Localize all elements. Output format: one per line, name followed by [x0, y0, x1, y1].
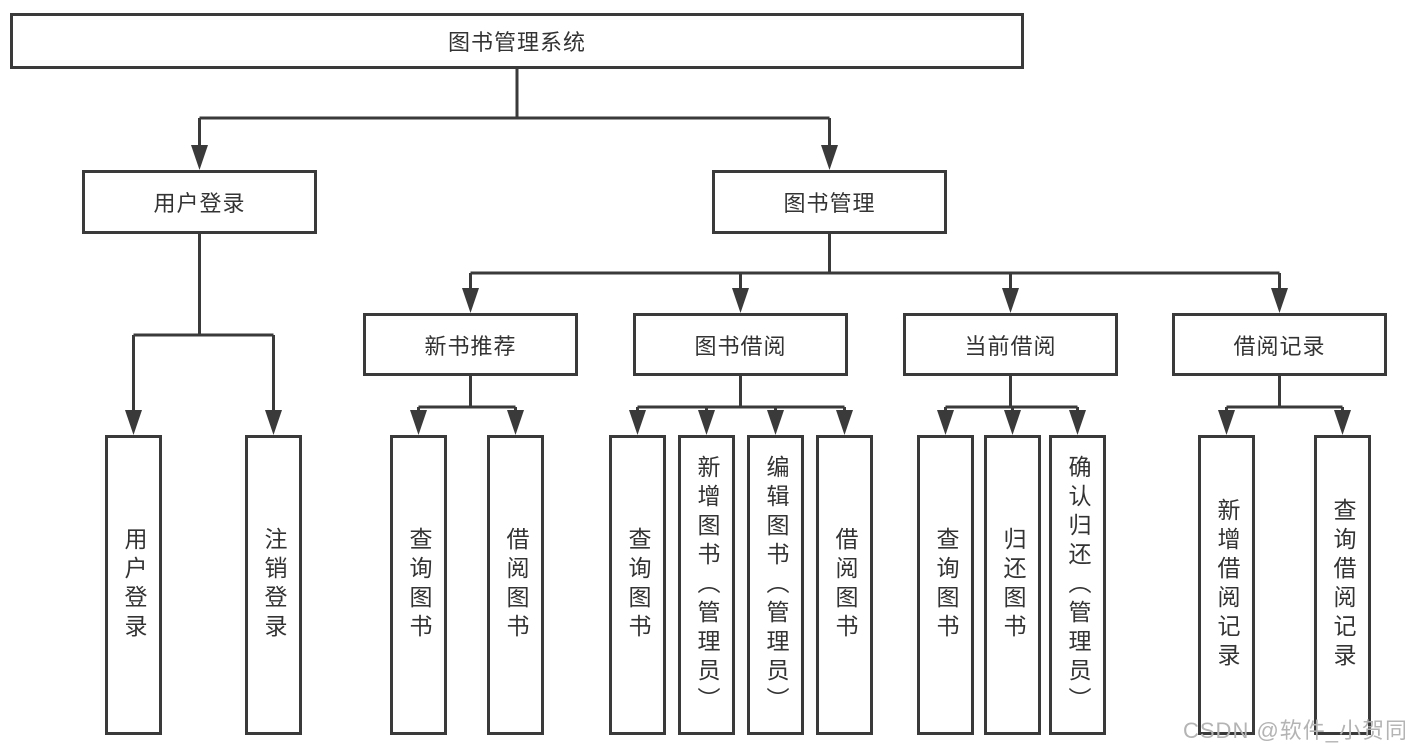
leaf-logout: 注销登录	[245, 435, 302, 735]
leaf-borrow-books-1-label: 借阅图书	[503, 527, 529, 643]
leaf-query-books-1-label: 查询图书	[406, 527, 432, 643]
node-current-borrow: 当前借阅	[903, 313, 1118, 376]
leaf-return-books-label: 归还图书	[1000, 527, 1026, 643]
node-root-label: 图书管理系统	[447, 30, 586, 55]
node-current-borrow-label: 当前借阅	[964, 333, 1057, 359]
node-new-book-recommend-label: 新书推荐	[424, 333, 517, 359]
node-user-login-label: 用户登录	[153, 191, 246, 216]
node-book-borrow-label: 图书借阅	[694, 333, 787, 359]
csdn-watermark: CSDN @软件_小贺同学	[1183, 718, 1405, 743]
node-book-management-label: 图书管理	[783, 191, 876, 216]
node-new-book-recommend: 新书推荐	[363, 313, 578, 376]
leaf-query-books-1: 查询图书	[390, 435, 447, 735]
leaf-borrow-books-2: 借阅图书	[816, 435, 873, 735]
leaf-edit-books-admin: 编辑图书（管理员）	[747, 435, 804, 735]
node-book-borrow: 图书借阅	[633, 313, 848, 376]
leaf-borrow-books-1: 借阅图书	[487, 435, 544, 735]
leaf-query-books-3: 查询图书	[917, 435, 974, 735]
leaf-query-books-2-label: 查询图书	[625, 527, 651, 643]
node-root: 图书管理系统	[10, 13, 1024, 69]
node-book-management: 图书管理	[712, 170, 947, 234]
leaf-borrow-books-2-label: 借阅图书	[832, 527, 858, 643]
leaf-user-login: 用户登录	[105, 435, 162, 735]
leaf-edit-books-admin-label: 编辑图书（管理员）	[763, 454, 789, 716]
node-borrow-records-label: 借阅记录	[1233, 333, 1326, 359]
leaf-add-borrow-record: 新增借阅记录	[1198, 435, 1255, 735]
leaf-add-borrow-record-label: 新增借阅记录	[1214, 498, 1240, 672]
leaf-user-login-label: 用户登录	[121, 527, 147, 643]
leaf-query-borrow-record-label: 查询借阅记录	[1330, 498, 1356, 672]
leaf-query-books-3-label: 查询图书	[933, 527, 959, 643]
leaf-return-books: 归还图书	[984, 435, 1041, 735]
leaf-query-books-2: 查询图书	[609, 435, 666, 735]
leaf-query-borrow-record: 查询借阅记录	[1314, 435, 1371, 735]
leaf-confirm-return-admin: 确认归还（管理员）	[1049, 435, 1106, 735]
leaf-add-books-admin-label: 新增图书（管理员）	[694, 454, 720, 716]
leaf-add-books-admin: 新增图书（管理员）	[678, 435, 735, 735]
node-borrow-records: 借阅记录	[1172, 313, 1387, 376]
leaf-confirm-return-admin-label: 确认归还（管理员）	[1065, 454, 1091, 716]
node-user-login: 用户登录	[82, 170, 317, 234]
leaf-logout-label: 注销登录	[261, 527, 287, 643]
